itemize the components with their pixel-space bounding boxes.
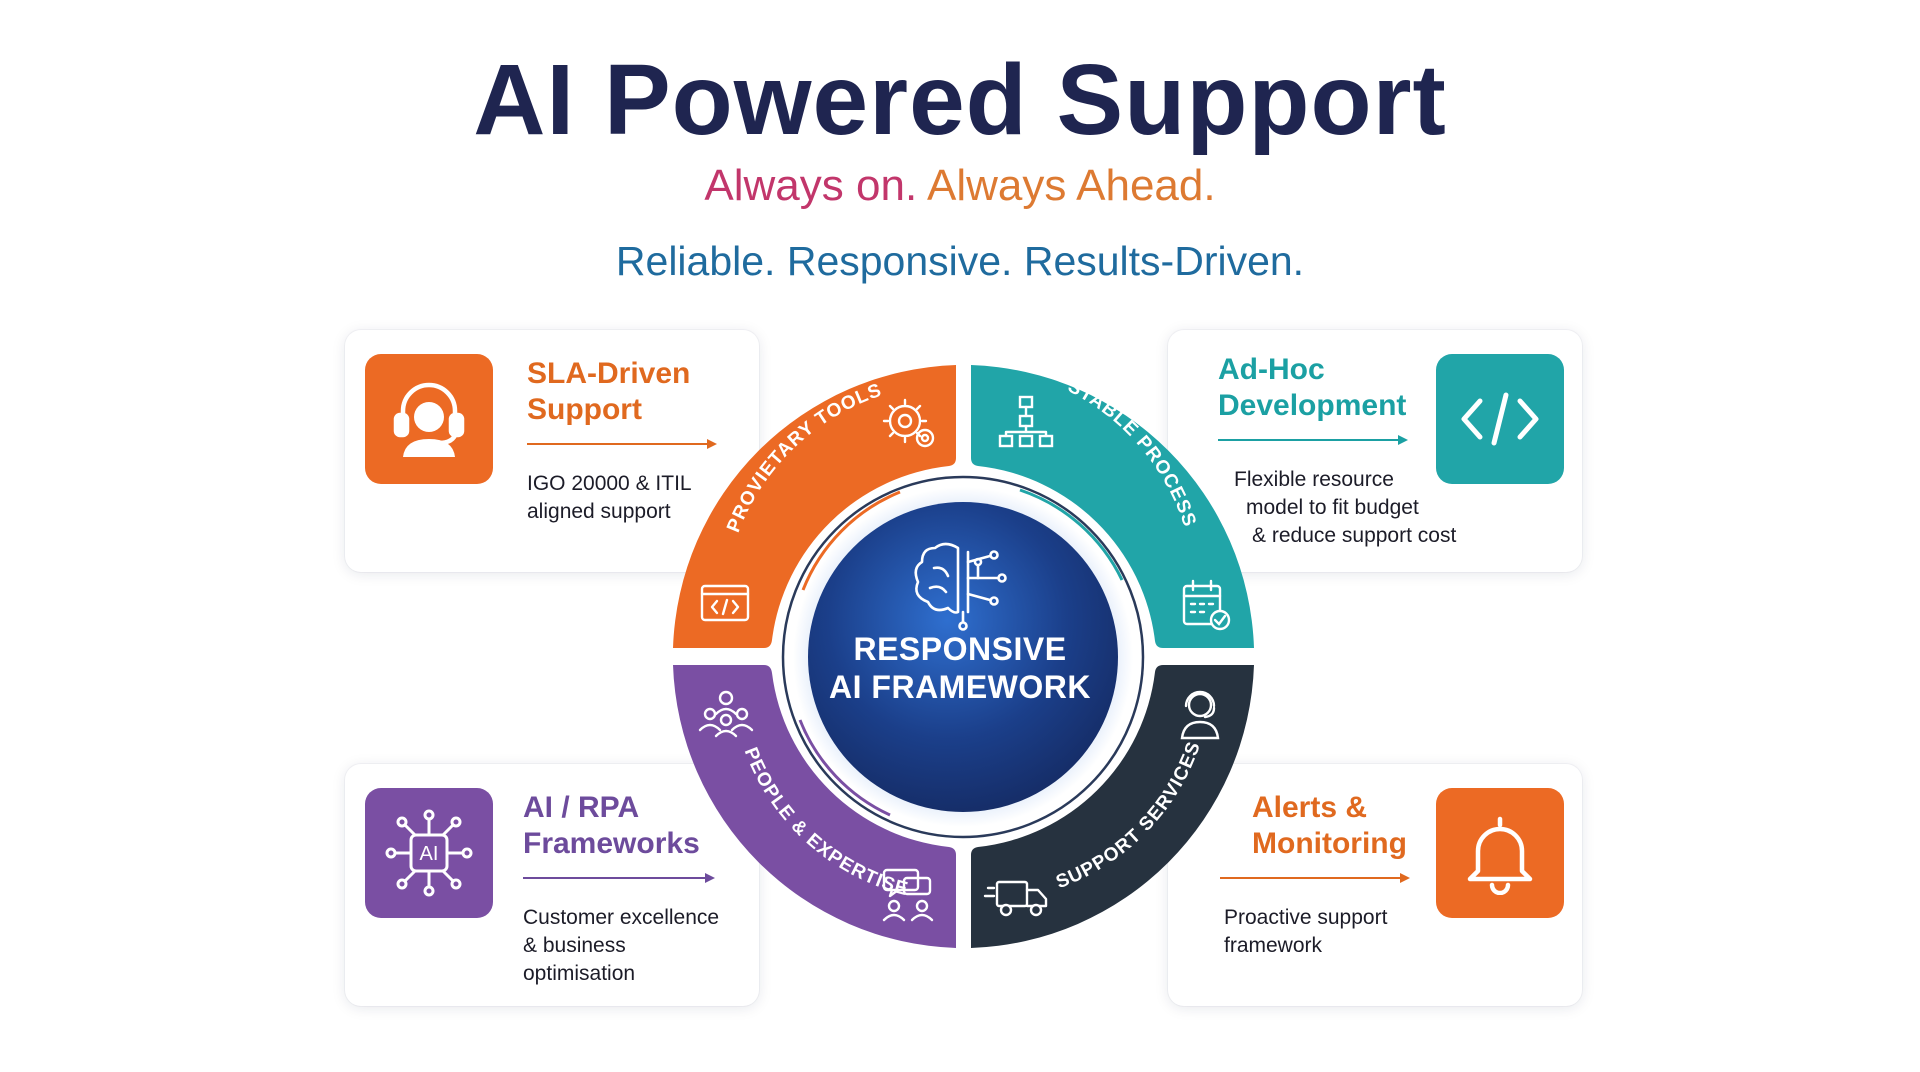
center-circle bbox=[808, 502, 1118, 812]
arrow-right-icon bbox=[527, 439, 717, 449]
inner-ring bbox=[781, 475, 1145, 839]
center-label-line: AI FRAMEWORK bbox=[829, 669, 1091, 705]
team-people-icon bbox=[698, 690, 754, 738]
ring-arc-teal bbox=[1019, 488, 1124, 581]
arrow-right-icon bbox=[1220, 873, 1410, 883]
card-title-line: Frameworks bbox=[523, 827, 700, 860]
arrow-right-icon bbox=[523, 873, 715, 883]
ring-arc-purple bbox=[798, 719, 891, 817]
center-label: RESPONSIVE AI FRAMEWORK bbox=[810, 630, 1110, 706]
card-title: Alerts & Monitoring bbox=[1252, 790, 1407, 862]
discussion-people-icon bbox=[882, 868, 934, 922]
bell-icon bbox=[1436, 788, 1564, 918]
card-desc-line: framework bbox=[1224, 934, 1323, 957]
card-desc-line: model to fit budget bbox=[1246, 496, 1419, 519]
card-desc-line: aligned support bbox=[527, 500, 671, 523]
support-agent-icon bbox=[1180, 690, 1220, 740]
card-desc-line: Proactive support bbox=[1224, 906, 1388, 929]
tagline-part-1: Always on. bbox=[704, 161, 918, 210]
calendar-check-icon bbox=[1182, 579, 1231, 631]
tagline: Always on. Always Ahead. bbox=[0, 160, 1920, 212]
page-title: AI Powered Support bbox=[473, 44, 1447, 156]
card-title-line: Development bbox=[1218, 389, 1407, 422]
card-sla-driven-support: SLA-Driven Support IGO 20000 & ITIL alig… bbox=[345, 330, 759, 572]
center-label-line: RESPONSIVE bbox=[853, 631, 1067, 667]
delivery-truck-icon bbox=[983, 880, 1048, 917]
card-description: Customer excellence & business optimisat… bbox=[523, 904, 719, 988]
ai-chip-icon: AI bbox=[365, 788, 493, 918]
brain-circuit-icon bbox=[914, 542, 1007, 631]
card-ad-hoc-development: Ad-Hoc Development Flexible resource mod… bbox=[1168, 330, 1582, 572]
card-description: Proactive support framework bbox=[1224, 904, 1387, 960]
card-title: AI / RPA Frameworks bbox=[523, 790, 700, 862]
card-title: Ad-Hoc Development bbox=[1218, 352, 1406, 424]
card-description: IGO 20000 & ITIL aligned support bbox=[527, 470, 692, 526]
arrow-right-icon bbox=[1218, 435, 1408, 445]
gear-icon bbox=[882, 398, 935, 448]
card-title-line: Ad-Hoc bbox=[1218, 353, 1325, 386]
card-title-line: AI / RPA bbox=[523, 791, 640, 824]
card-title-line: SLA-Driven bbox=[527, 357, 691, 390]
card-alerts-monitoring: Alerts & Monitoring Proactive support fr… bbox=[1168, 764, 1582, 1006]
card-desc-line: optimisation bbox=[523, 962, 636, 985]
code-brackets-icon bbox=[1436, 354, 1564, 484]
card-desc-line: & reduce support cost bbox=[1252, 524, 1457, 547]
flowchart-icon bbox=[998, 395, 1054, 448]
code-window-icon bbox=[700, 584, 750, 622]
card-description: Flexible resource model to fit budget & … bbox=[1234, 466, 1456, 550]
card-desc-line: Customer excellence bbox=[523, 906, 720, 929]
ring-arc-orange bbox=[801, 490, 901, 591]
ai-chip-label: AI bbox=[420, 843, 439, 865]
card-title-line: Monitoring bbox=[1252, 827, 1407, 860]
card-desc-line: & business bbox=[523, 934, 626, 957]
card-title: SLA-Driven Support bbox=[527, 356, 690, 428]
card-ai-rpa-frameworks: AI AI / RPA Frameworks Customer excellen… bbox=[345, 764, 759, 1006]
card-desc-line: Flexible resource bbox=[1234, 468, 1394, 491]
card-title-line: Alerts & bbox=[1252, 791, 1368, 824]
card-desc-line: IGO 20000 & ITIL bbox=[527, 472, 692, 495]
card-title-line: Support bbox=[527, 393, 642, 426]
headset-person-icon bbox=[365, 354, 493, 484]
segment-people-expertise bbox=[673, 665, 956, 948]
tagline-part-2: Always Ahead. bbox=[926, 161, 1216, 210]
segment-proprietary-tools bbox=[673, 365, 956, 648]
subtagline: Reliable. Responsive. Results-Driven. bbox=[615, 238, 1305, 284]
